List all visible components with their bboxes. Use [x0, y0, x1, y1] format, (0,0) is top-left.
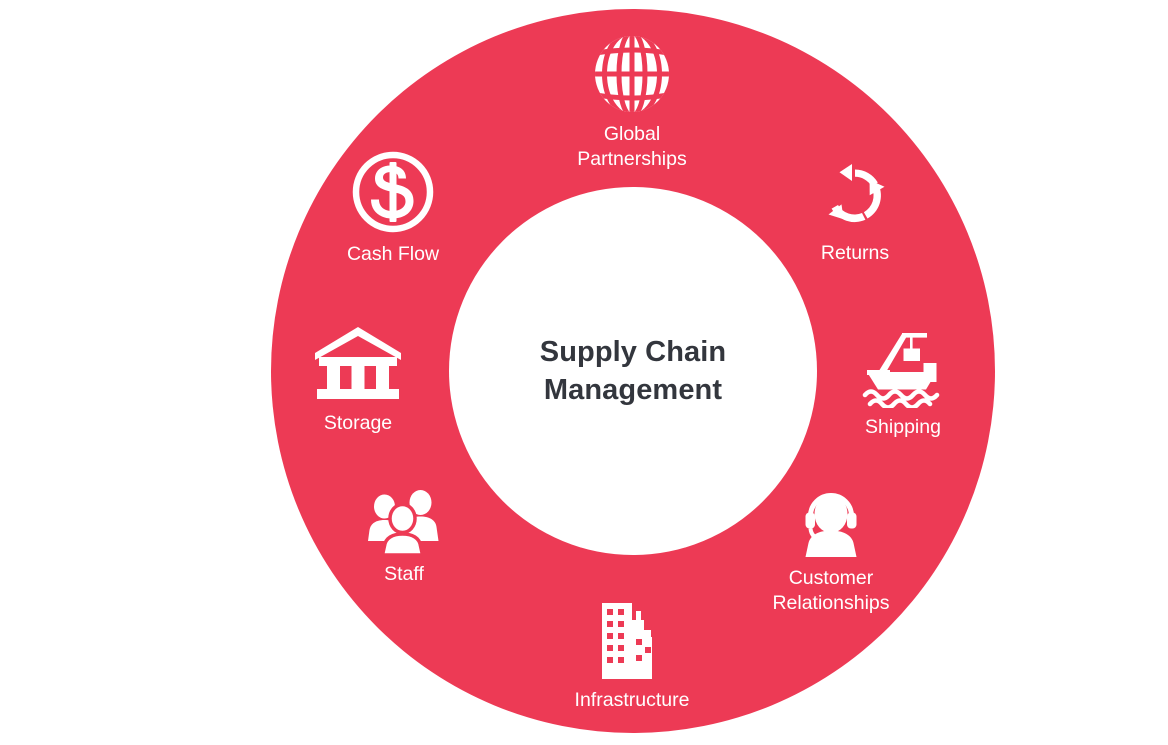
node-shipping[interactable]: Shipping	[803, 330, 1003, 440]
page-title: Supply Chain Management	[449, 187, 817, 555]
node-label-infrastructure: Infrastructure	[574, 689, 690, 711]
node-returns[interactable]: Returns	[755, 160, 955, 266]
buildings-icon	[599, 597, 665, 679]
node-staff[interactable]: Staff	[304, 489, 504, 587]
node-label-returns: Returns	[820, 242, 890, 264]
node-label-cash-flow: Cash Flow	[346, 243, 440, 265]
node-infrastructure[interactable]: Infrastructure	[532, 597, 732, 713]
globe-icon	[593, 34, 671, 114]
node-label-global-partnerships: Global Partnerships	[577, 123, 687, 170]
node-global-partnerships[interactable]: Global Partnerships	[532, 34, 732, 172]
donut-hub	[449, 187, 817, 555]
center-title-line-1: Supply Chain	[539, 336, 727, 368]
dollar-coin-icon	[351, 150, 435, 234]
node-customer-relationships[interactable]: Customer Relationships	[731, 487, 931, 616]
recycle-arrows-icon	[819, 160, 891, 232]
node-storage[interactable]: Storage	[258, 325, 458, 436]
node-label-shipping: Shipping	[865, 416, 941, 438]
node-label-staff: Staff	[384, 563, 424, 585]
node-cash-flow[interactable]: Cash Flow	[293, 150, 493, 267]
node-label-storage: Storage	[323, 412, 393, 434]
node-label-customer-relationships: Customer Relationships	[772, 567, 890, 614]
people-group-icon	[365, 489, 443, 557]
center-title-line-2: Management	[543, 374, 723, 406]
headset-agent-icon	[795, 487, 867, 559]
warehouse-columns-icon	[313, 325, 403, 403]
cargo-ship-icon	[862, 330, 944, 410]
